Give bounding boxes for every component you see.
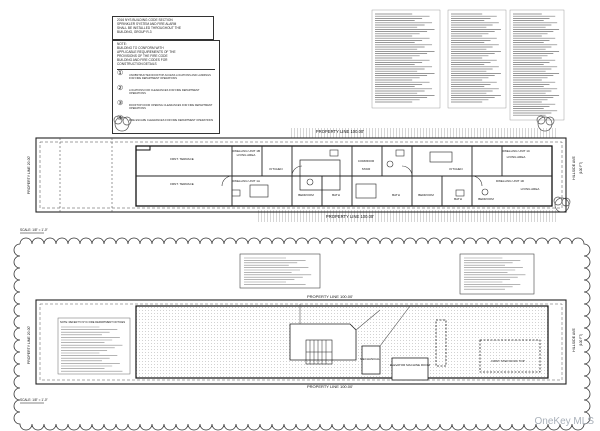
property-line-label: PROPERTY LINE 100.00' xyxy=(326,214,374,219)
room-label: MECHANICAL xyxy=(360,357,380,361)
legend-tag: ③ xyxy=(117,100,124,107)
revision-cloud xyxy=(13,237,591,431)
note-box xyxy=(239,253,321,289)
legend-item-text: LOCATIONS FOR CLEARANCES FOR FIRE DEPART… xyxy=(129,89,200,95)
room-label: KITCHEN xyxy=(269,167,282,171)
property-line-label: PROPERTY LINE 100.00' xyxy=(307,384,353,389)
room-label: LIVING AREA xyxy=(237,153,256,157)
note-title: NOTE: REFER TO NYC FIRE DEPARTMENT NOTIC… xyxy=(60,320,125,324)
code-line: 2016 NYS BUILDING CODE SECTION xyxy=(117,18,173,22)
property-line-label: PROPERTY LINE 100.00' xyxy=(307,294,353,299)
room-label: BATH xyxy=(454,197,462,201)
legend-line: NOTE: xyxy=(117,42,127,46)
code-line: SHALL BE INSTALLED THROUGHOUT THE xyxy=(117,26,181,30)
room-label: FRNT. TERRACE xyxy=(170,182,194,186)
room-label: CORRIDOR xyxy=(358,159,375,163)
property-line-label: PROPERTY LINE 20.00' xyxy=(27,156,31,195)
legend-line: APPLICABLE REQUIREMENTS OF THE xyxy=(117,50,176,54)
room-label: DWELLING UNIT 1B xyxy=(232,149,260,153)
legend-item-text: UNOBSTRUCTED ROOFTOP ACCESS LOCATIONS AN… xyxy=(129,74,211,80)
street-sub-label: (100 FT) xyxy=(579,162,583,174)
legend-item-text: ROOFTOP DOOR OPENING CLEARANCES FOR FIRE… xyxy=(129,104,213,110)
neighbor-building-top xyxy=(290,128,558,138)
room-label: DWELLING UNIT 1C xyxy=(502,149,531,153)
street-sub-label: (100 FT) xyxy=(579,334,583,346)
legend-tag: ① xyxy=(117,70,124,77)
legend-line: BUILDING TO CONFORM WITH xyxy=(117,46,164,50)
room-label: LIVING AREA xyxy=(507,155,526,159)
scale-label: SCALE: 1/8" = 1'-0" xyxy=(20,398,48,402)
room-label: FRNT. TERRACE xyxy=(170,157,194,161)
room-label: STAIR xyxy=(362,167,371,171)
legend-line: CONSTRUCTION DETAILS xyxy=(117,62,157,66)
property-line-label: PROPERTY LINE 20.00' xyxy=(27,326,31,365)
watermark: OneKey MLS xyxy=(534,416,594,427)
room-label: BATH xyxy=(332,193,340,197)
room-label: KITCHEN xyxy=(449,167,462,171)
code-note-box: 2016 NYS BUILDING CODE SECTION SPRINKLER… xyxy=(112,16,214,40)
street-label: HILLSIDE AVE xyxy=(572,328,576,352)
legend-tag: ④ xyxy=(117,115,124,122)
room-label: FIRST STEP ROOF TOP xyxy=(491,359,525,363)
room-label: BEDROOM xyxy=(478,197,494,201)
lot-boundary xyxy=(35,299,567,385)
legend-line: PROVISIONS OF THE FIRE CODE xyxy=(117,54,168,58)
lot-boundary xyxy=(35,137,567,213)
room-label: DWELLING UNIT 1D xyxy=(496,179,525,183)
legend-tag: ② xyxy=(117,85,124,92)
room-labels: FRNT. TERRACE FRNT. TERRACE DWELLING UNI… xyxy=(170,149,539,201)
neighbor-building-bottom xyxy=(258,210,558,222)
room-label: ELEVATOR MACHINE ROOM xyxy=(390,363,431,367)
room-label: BEDROOM xyxy=(418,193,434,197)
property-line-label: PROPERTY LINE 100.00' xyxy=(316,129,364,134)
street-label: HILLSIDE AVE xyxy=(572,156,576,180)
legend-line: BUILDING AND FIRE CODES FOR xyxy=(117,58,168,62)
code-line: SPRINKLER SYSTEM AND FIRE ALARM xyxy=(117,22,177,26)
room-label: DWELLING UNIT 1A xyxy=(232,179,260,183)
room-label: BATH xyxy=(392,193,400,197)
code-line: BUILDING, GROUP R-3 xyxy=(117,30,152,34)
note-box xyxy=(57,317,131,375)
room-label: LIVING AREA xyxy=(521,187,540,191)
room-label: BEDROOM xyxy=(298,193,314,197)
note-box xyxy=(459,253,535,295)
scale-label: SCALE: 1/8" = 1'-0" xyxy=(20,228,48,232)
legend-item-text: FIRE ESCAPE CLEARANCES FOR FIRE DEPARTME… xyxy=(129,119,214,122)
